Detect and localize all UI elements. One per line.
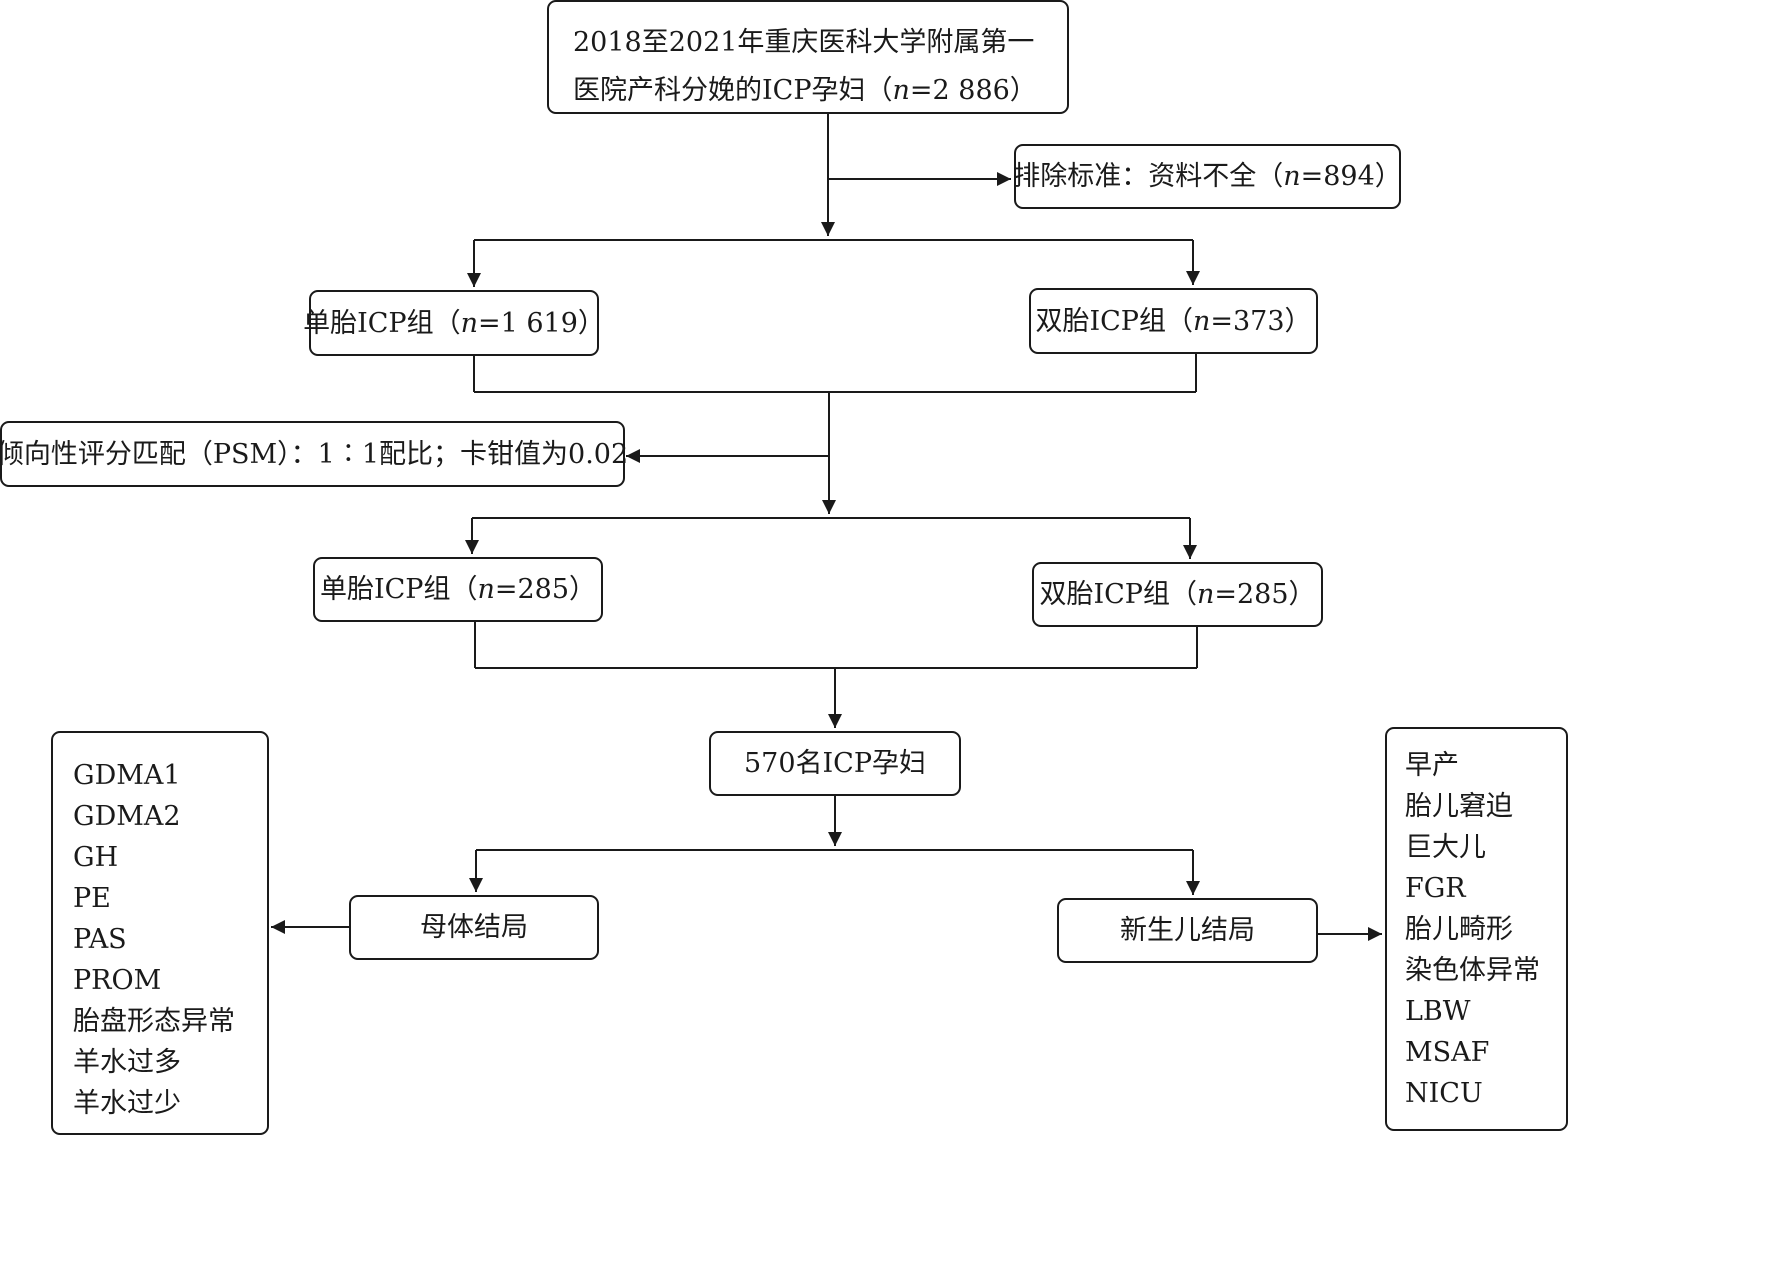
psm-box: 倾向性评分匹配（PSM）：1∶1配比；卡钳值为0.02 bbox=[0, 421, 629, 487]
twin-icp-group-text-1: 双胎ICP组（n=373） bbox=[1035, 305, 1312, 337]
total-box: 570名ICP孕妇 bbox=[709, 731, 961, 796]
list-item: 羊水过多 bbox=[73, 1047, 181, 1078]
neonatal-outcome-box: 新生儿结局 bbox=[1057, 898, 1318, 963]
exclusion-box: 排除标准：资料不全（n=894） bbox=[1013, 144, 1402, 209]
list-item: PAS bbox=[73, 924, 127, 955]
list-item: 胎盘形态异常 bbox=[73, 1006, 235, 1037]
list-item: 早产 bbox=[1405, 750, 1459, 781]
list-item: GDMA1 bbox=[73, 760, 181, 791]
list-item: 羊水过少 bbox=[73, 1088, 181, 1119]
exclusion-text: 排除标准：资料不全（n=894） bbox=[1013, 161, 1402, 192]
list-item: LBW bbox=[1405, 996, 1471, 1027]
neonatal-outcomes-list: 早产 胎儿窘迫 巨大儿 FGR 胎儿畸形 染色体异常 LBW MSAF NICU bbox=[1405, 745, 1540, 1114]
start-line2: 医院产科分娩的ICP孕妇（n=2 886） bbox=[573, 75, 1037, 106]
psm-text: 倾向性评分匹配（PSM）：1∶1配比；卡钳值为0.02 bbox=[0, 438, 629, 470]
list-item: NICU bbox=[1405, 1078, 1483, 1109]
list-item: GDMA2 bbox=[73, 801, 181, 832]
list-item: MSAF bbox=[1405, 1037, 1490, 1068]
single-icp-group-text-1: 单胎ICP组（n=1 619） bbox=[303, 307, 605, 339]
maternal-outcomes-list: GDMA1 GDMA2 GH PE PAS PROM 胎盘形态异常 羊水过多 羊… bbox=[73, 755, 235, 1124]
maternal-outcome-box: 母体结局 bbox=[349, 895, 599, 960]
twin-icp-group-box-2: 双胎ICP组（n=285） bbox=[1032, 562, 1323, 627]
single-icp-group-box-2: 单胎ICP组（n=285） bbox=[313, 557, 603, 622]
single-icp-group-box-1: 单胎ICP组（n=1 619） bbox=[303, 290, 605, 356]
neonatal-outcomes-list-box: 早产 胎儿窘迫 巨大儿 FGR 胎儿畸形 染色体异常 LBW MSAF NICU bbox=[1385, 727, 1568, 1131]
maternal-outcomes-list-box: GDMA1 GDMA2 GH PE PAS PROM 胎盘形态异常 羊水过多 羊… bbox=[51, 731, 269, 1135]
neonatal-outcome-text: 新生儿结局 bbox=[1120, 915, 1255, 946]
maternal-outcome-text: 母体结局 bbox=[420, 912, 528, 943]
list-item: PROM bbox=[73, 965, 162, 996]
list-item: 胎儿窘迫 bbox=[1405, 791, 1513, 822]
list-item: 染色体异常 bbox=[1405, 955, 1540, 986]
list-item: GH bbox=[73, 842, 119, 873]
list-item: FGR bbox=[1405, 873, 1466, 904]
single-icp-group-text-2: 单胎ICP组（n=285） bbox=[319, 574, 597, 605]
start-line1: 2018至2021年重庆医科大学附属第一 bbox=[573, 27, 1035, 58]
twin-icp-group-text-2: 双胎ICP组（n=285） bbox=[1039, 579, 1316, 610]
start-population-box: 2018至2021年重庆医科大学附属第一 医院产科分娩的ICP孕妇（n=2 88… bbox=[547, 0, 1069, 114]
list-item: 胎儿畸形 bbox=[1405, 914, 1513, 945]
list-item: 巨大儿 bbox=[1405, 832, 1486, 863]
total-text: 570名ICP孕妇 bbox=[743, 748, 927, 779]
flow-connectors bbox=[271, 113, 1382, 941]
list-item: PE bbox=[73, 883, 111, 914]
twin-icp-group-box-1: 双胎ICP组（n=373） bbox=[1029, 288, 1318, 354]
